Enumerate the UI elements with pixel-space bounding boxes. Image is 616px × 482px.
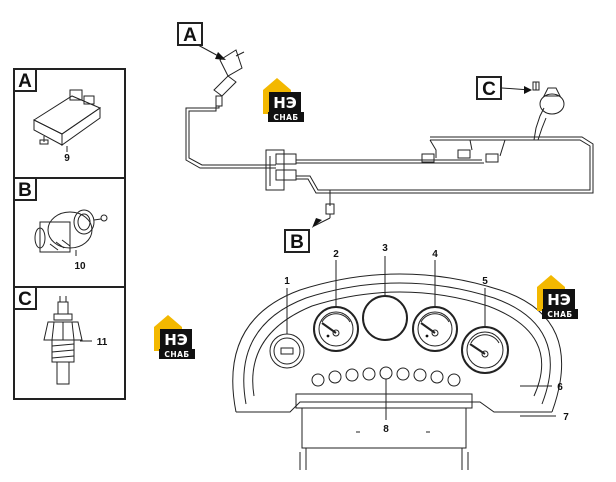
panel-label-4: 4 [432, 249, 438, 260]
callout-b: B [290, 232, 304, 253]
legend-section-b: B 10 [13, 177, 108, 272]
warning-lights-row [311, 366, 461, 387]
legend-letter-c: C [18, 289, 32, 310]
panel-label-6: 6 [557, 382, 563, 393]
relay-icon [32, 89, 102, 152]
gauge-2 [313, 306, 359, 352]
warning-light [430, 370, 444, 384]
legend-letter-b: B [18, 180, 32, 201]
legend-letter-box [13, 68, 37, 92]
callout-c: C [482, 79, 496, 100]
legend-letter-box [13, 286, 37, 310]
legend-section-c: C 11 [13, 286, 108, 385]
svg-text:HЭ: HЭ [164, 331, 188, 349]
panel-label-8: 8 [383, 424, 389, 435]
panel-label-3: 3 [382, 243, 388, 254]
warning-light [413, 368, 427, 382]
branch-connectors [421, 139, 506, 163]
gauge-5 [461, 326, 509, 374]
brand-logo: HЭ CHAБ [154, 315, 195, 359]
legend-section-a: A 9 [13, 68, 102, 164]
panel-label-7: 7 [563, 412, 569, 423]
pressure-sensor-icon [34, 209, 108, 253]
warning-light [379, 366, 393, 380]
svg-text:HЭ: HЭ [547, 291, 571, 309]
brand-logo: HЭ CHAБ [537, 275, 578, 319]
warning-light [396, 367, 410, 381]
instrument-panel: 1 2 3 4 5 6 7 8 [232, 243, 569, 470]
panel-label-2: 2 [333, 249, 339, 260]
wiring-harness: A B [177, 22, 594, 253]
connector-b [325, 203, 335, 218]
svg-text:CHAБ: CHAБ [164, 350, 189, 359]
brand-logo: HЭ CHAБ [263, 78, 304, 122]
svg-text:CHAБ: CHAБ [547, 310, 572, 319]
panel-label-5: 5 [482, 276, 488, 287]
gauge-3 [362, 295, 408, 341]
panel-label-1: 1 [284, 276, 290, 287]
warning-light [328, 370, 342, 384]
svg-text:HЭ: HЭ [273, 94, 297, 112]
legend-letter-a: A [18, 71, 32, 92]
warning-light [345, 368, 359, 382]
legend-number-11: 11 [97, 337, 108, 348]
connector-c [532, 81, 565, 141]
indicator-gauge-1 [269, 333, 305, 369]
callout-box-c [476, 76, 502, 100]
legend-frame [13, 68, 126, 400]
callout-box-b [284, 229, 310, 253]
warning-light [362, 367, 376, 381]
temperature-sensor-icon [43, 296, 83, 385]
warning-light [311, 373, 325, 387]
junction-block [265, 149, 297, 191]
legend-panel: A 9 B [13, 68, 126, 400]
callout-a: A [183, 25, 197, 46]
legend-number-10: 10 [74, 261, 86, 272]
legend-number-9: 9 [64, 153, 70, 164]
gauge-4 [412, 306, 458, 352]
warning-light [447, 373, 461, 387]
svg-text:CHAБ: CHAБ [273, 113, 298, 122]
legend-letter-box [13, 177, 37, 201]
callout-box-a [177, 22, 203, 46]
